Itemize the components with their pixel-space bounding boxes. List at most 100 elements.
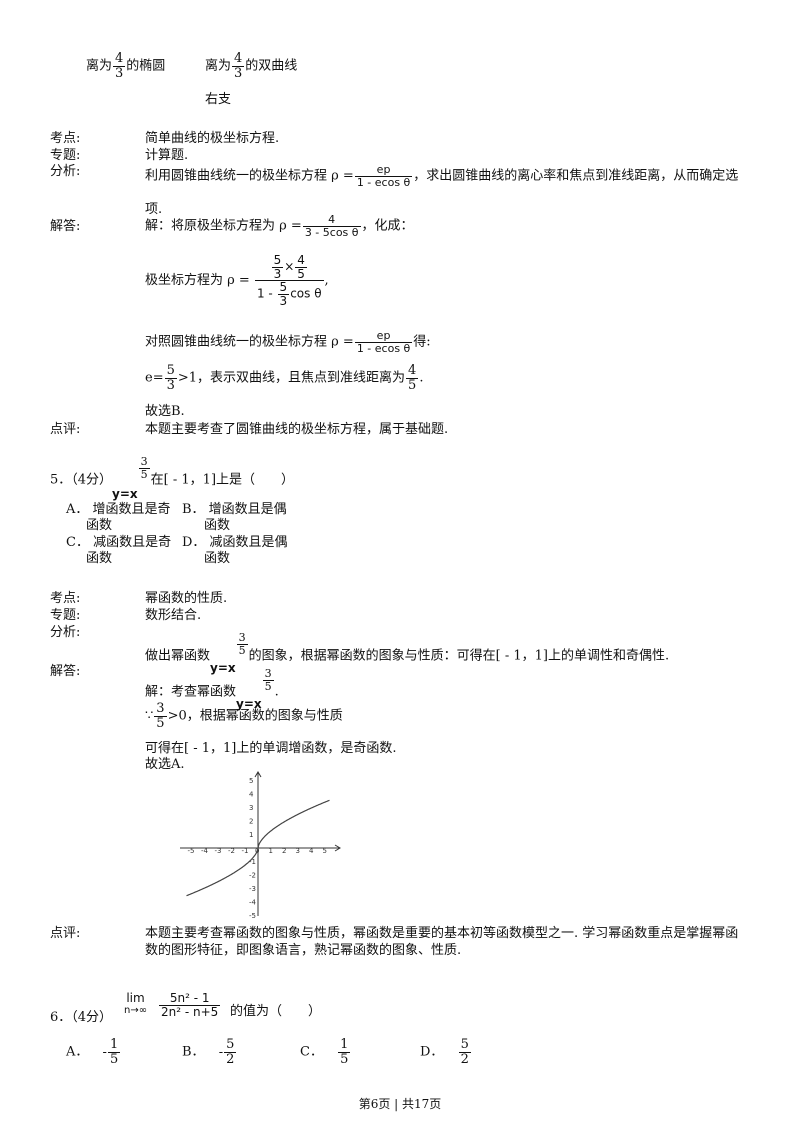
- dianping-text: 本题主要考查了圆锥曲线的极坐标方程，属于基础题.: [145, 422, 449, 437]
- dianping-text-1: 本题主要考查幂函数的图象与性质，幂函数是重要的基本初等函数模型之一. 学习幂函数…: [145, 926, 739, 941]
- frac-num: 3: [236, 631, 248, 645]
- frac-num: 4: [406, 363, 419, 379]
- x-tick-label: -2: [228, 847, 235, 855]
- frac-num: 5: [458, 1037, 471, 1053]
- frac-den: 3: [115, 65, 124, 81]
- text: >1，表示双曲线，且焦点到准线距离为: [177, 370, 406, 386]
- jieda-conclusion: 故选B.: [145, 404, 185, 419]
- text: ∵: [145, 708, 154, 724]
- option-label: A．: [66, 1044, 89, 1060]
- text: .: [419, 370, 424, 386]
- frac-den: 5: [297, 266, 305, 281]
- q6-stem-suffix: 的值为（ ）: [230, 1004, 322, 1019]
- y-tick-label: -5: [249, 912, 256, 918]
- kaodian-label: 考点:: [50, 131, 81, 146]
- frac-den: 5: [408, 377, 417, 393]
- option-d-line2: 右支: [205, 92, 232, 107]
- frac-den: 2n² - n+5: [161, 1004, 219, 1019]
- text: cos θ: [290, 286, 322, 301]
- text: 极坐标方程为 ρ =: [145, 273, 250, 289]
- y-tick-label: -1: [249, 858, 256, 866]
- text: >0，根据幂函数的图象与性质: [167, 708, 343, 724]
- fenxi-label: 分析:: [50, 625, 81, 640]
- frac-den: 3: [279, 293, 288, 308]
- text: 对照圆锥曲线统一的极坐标方程 ρ =: [145, 334, 354, 350]
- q5-option-d[interactable]: D． 减函数且是偶: [182, 535, 288, 550]
- func-text: y=x: [112, 486, 138, 501]
- x-tick-label: -3: [215, 847, 222, 855]
- text: 的图象，根据幂函数的图象与性质：可得在[ - 1，1]上的单调性和奇偶性.: [248, 648, 670, 664]
- zhuanti-label: 专题:: [50, 148, 81, 163]
- frac-num: 3: [262, 667, 274, 681]
- zhuanti-text: 数形结合.: [145, 608, 202, 623]
- fenxi-label: 分析:: [50, 164, 81, 179]
- kaodian-label: 考点:: [50, 591, 81, 606]
- frac-num: 4: [113, 51, 126, 67]
- option-d-text-2: 的双曲线: [245, 58, 298, 74]
- times-sign: ×: [284, 259, 295, 274]
- y-axis: [254, 771, 262, 916]
- x-tick-label: -5: [188, 847, 195, 855]
- text: 利用圆锥曲线统一的极坐标方程 ρ =: [145, 168, 354, 184]
- frac-num: 5: [277, 280, 290, 295]
- page-footer: 第6页 | 共17页: [358, 1097, 442, 1111]
- fenxi-line2: 项.: [145, 202, 163, 217]
- frac-num: 4: [295, 253, 307, 268]
- text: ，求出圆锥曲线的离心率和焦点到准线距离，从而确定选: [413, 168, 739, 184]
- frac-den: 5: [238, 643, 246, 657]
- frac-den: 5: [140, 467, 148, 481]
- q5-option-a[interactable]: A． 增函数且是奇: [66, 502, 171, 517]
- x-tick-label: -1: [242, 847, 249, 855]
- option-label: C．: [300, 1044, 323, 1060]
- frac-num: ep: [354, 164, 413, 177]
- jieda-line3: 可得在[ - 1，1]上的单调增函数，是奇函数.: [145, 741, 397, 756]
- frac-den: 3: [273, 266, 282, 281]
- q5-option-b-line2: 函数: [204, 518, 231, 533]
- q5-option-c[interactable]: C． 减函数且是奇: [66, 535, 172, 550]
- frac-den: 2: [226, 1051, 235, 1067]
- y-tick-label: 4: [249, 791, 254, 799]
- option-d-text: 离为: [205, 58, 232, 74]
- frac-num: 1: [107, 1037, 121, 1053]
- frac-num: 5: [224, 1037, 237, 1053]
- frac-den: 5: [264, 679, 272, 693]
- text: ,: [324, 273, 329, 289]
- frac-den: 3 - 5cos θ: [304, 225, 359, 239]
- text: 5．（4分）: [50, 472, 113, 488]
- q5-option-b[interactable]: B． 增函数且是偶: [182, 502, 287, 517]
- option-label: B．: [182, 1044, 205, 1060]
- frac-num: 3: [154, 701, 167, 717]
- q5-option-a-line2: 函数: [86, 518, 113, 533]
- frac-den: 2: [460, 1051, 469, 1067]
- y-tick-label: 2: [249, 818, 253, 826]
- q6-limit: lim n→∞: [124, 991, 147, 1016]
- q5-option-d-line2: 函数: [204, 551, 231, 566]
- y-tick-label: -4: [249, 899, 257, 907]
- y-tick-label: 1: [249, 831, 253, 839]
- y-tick-label: -2: [249, 872, 256, 880]
- frac-num: 3: [138, 455, 150, 469]
- option-c-text-2: 的椭圆: [126, 58, 166, 74]
- frac-den: 5: [156, 715, 165, 731]
- frac-num: 4: [302, 214, 361, 227]
- dianping-text-2: 数的图形特征，即图象语言，熟记幂函数的图象、性质.: [145, 943, 462, 958]
- jieda-label: 解答:: [50, 219, 81, 234]
- x-tick-label: 4: [309, 847, 314, 855]
- x-tick-label: 2: [282, 847, 286, 855]
- option-label: D．: [420, 1044, 444, 1060]
- kaodian-text: 简单曲线的极坐标方程.: [145, 131, 280, 146]
- frac-num: 5: [164, 363, 177, 379]
